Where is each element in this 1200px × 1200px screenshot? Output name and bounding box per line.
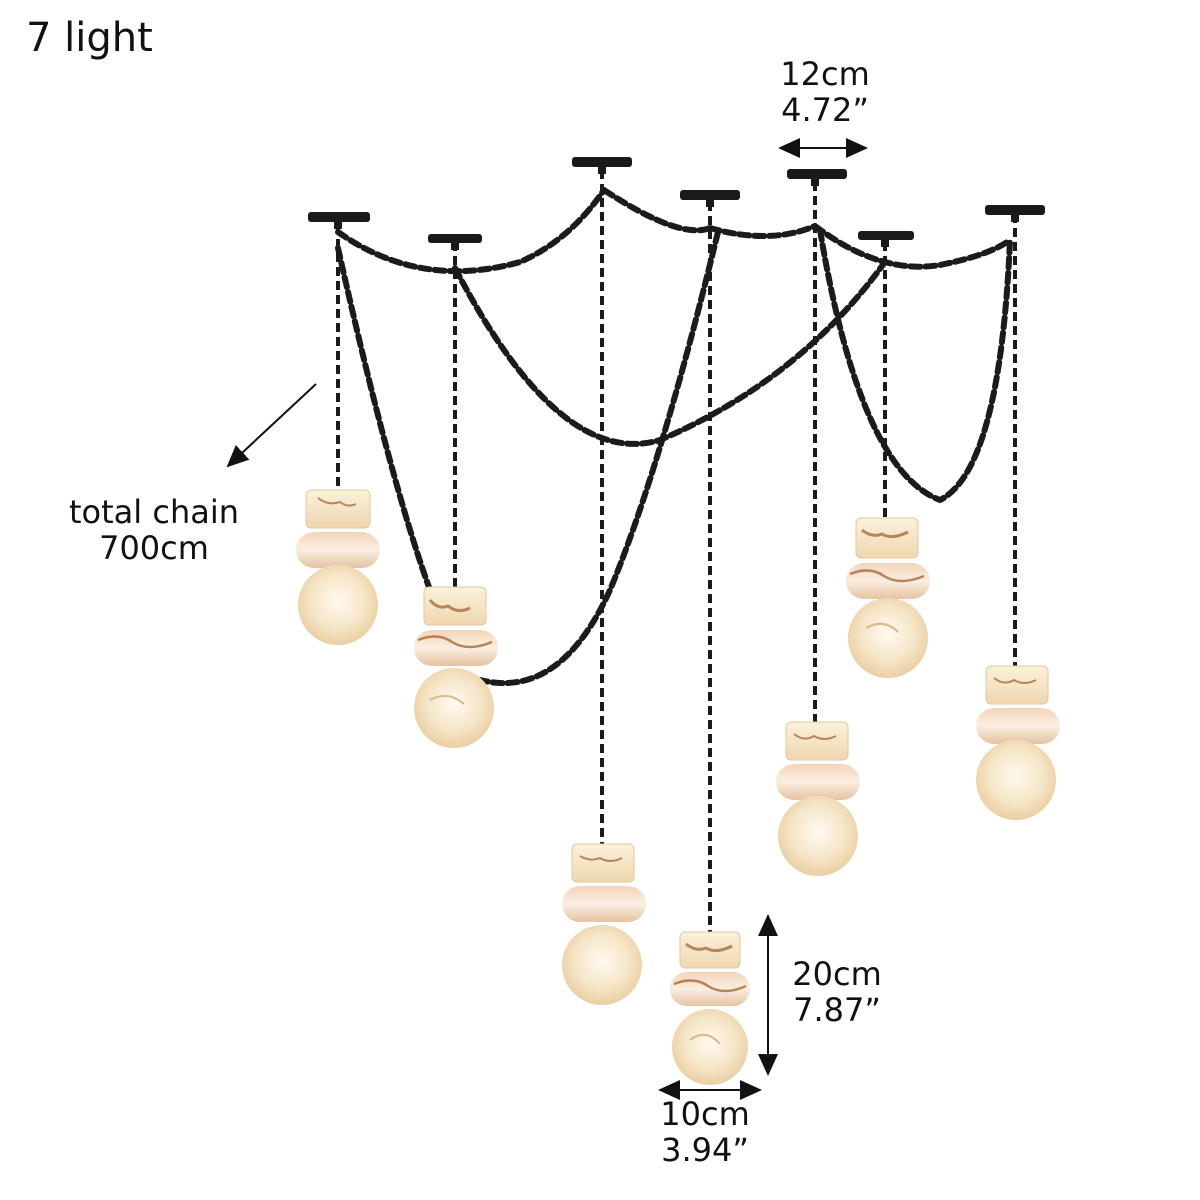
swag-chain (601, 187, 713, 234)
dimension-arrows (226, 138, 868, 1100)
ceiling-canopy (985, 205, 1045, 222)
shade-height-cm: 20cm (792, 955, 882, 993)
pendant-lamp (414, 586, 498, 748)
ceiling-canopy (858, 231, 914, 247)
pendant-lamp (296, 489, 380, 645)
shade-width-inch: 3.94” (661, 1131, 749, 1169)
swag-chain (335, 245, 433, 593)
ceiling-canopies (308, 157, 1045, 250)
drop-chains (336, 170, 1017, 932)
shade-height-label: 20cm 7.87” (782, 956, 892, 1028)
swag-chain (812, 223, 1013, 270)
pendant-lamp (562, 843, 646, 1005)
shade-width-cm: 10cm (660, 1095, 750, 1133)
swag-chain (707, 223, 818, 240)
swag-chains (335, 187, 1013, 687)
swag-chain (477, 229, 721, 687)
swag-chain (335, 187, 607, 275)
pendant-lamp (846, 517, 930, 678)
pendant-lamp (670, 931, 750, 1085)
ceiling-canopy (787, 169, 847, 186)
shade-width-label: 10cm 3.94” (640, 1096, 770, 1168)
canopy-spacing-label: 12cm 4.72” (760, 56, 890, 128)
chain-label-line2: 700cm (99, 529, 209, 567)
pendant-lamp (976, 665, 1060, 820)
chain-pointer-arrow (226, 383, 317, 468)
chain-length-label: total chain 700cm (48, 494, 260, 566)
ceiling-canopy (308, 212, 370, 229)
ceiling-canopy (680, 190, 740, 207)
canopy-spacing-cm: 12cm (780, 55, 870, 93)
canopy-spacing-inch: 4.72” (781, 91, 869, 129)
ceiling-canopy (572, 157, 632, 174)
pendant-lamps (296, 489, 1060, 1085)
swag-chain (817, 227, 1013, 504)
pendant-lamp (776, 721, 860, 876)
shade-height-inch: 7.87” (793, 991, 881, 1029)
ceiling-canopy (428, 234, 482, 250)
product-title: 7 light (26, 15, 153, 61)
chain-label-line1: total chain (69, 493, 239, 531)
